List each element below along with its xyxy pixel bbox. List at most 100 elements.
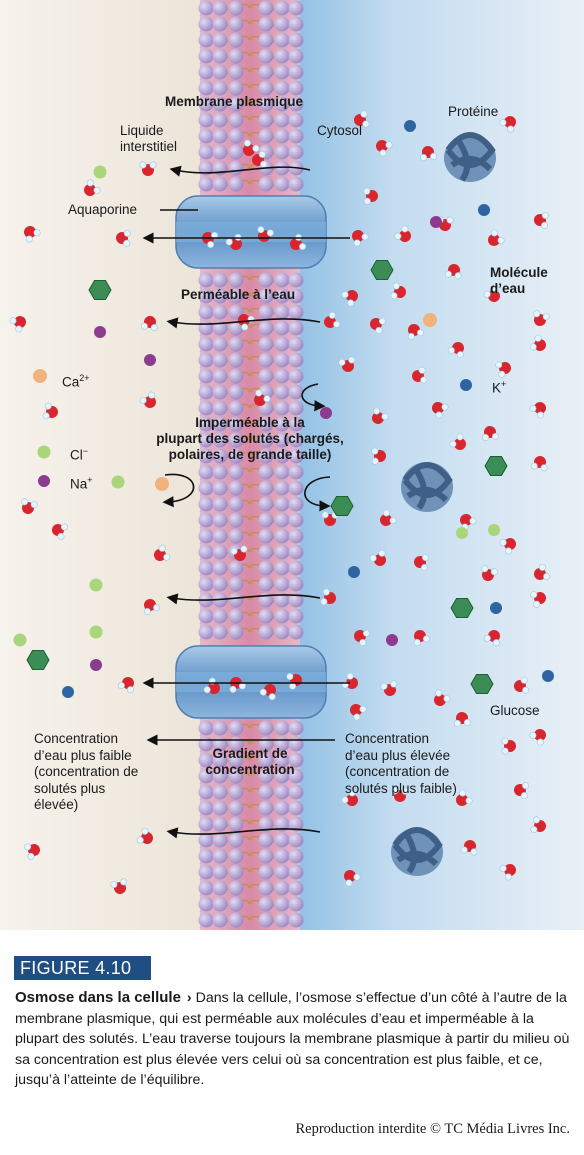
water-molecule: [481, 565, 498, 581]
water-molecule: [52, 523, 68, 540]
chloride-ion: [89, 625, 103, 639]
caption-title: Osmose dans la cellule: [15, 989, 181, 1006]
water-molecule: [324, 311, 341, 328]
water-molecule: [514, 782, 530, 800]
interstitial-fluid: [0, 0, 210, 930]
water-molecule: [499, 864, 516, 881]
water-molecule: [371, 447, 386, 465]
water-molecule: [350, 704, 367, 721]
glucose-molecule: [450, 598, 474, 618]
water-molecule: [407, 324, 425, 341]
water-molecule: [432, 402, 449, 419]
water-molecule: [84, 179, 101, 196]
chloride-ion: [37, 445, 51, 459]
phospholipid-heads: [198, 0, 304, 928]
label-glucose: Glucose: [490, 703, 540, 718]
water-molecule: [420, 146, 438, 162]
water-molecule: [354, 110, 370, 128]
label-gradient: Gradient de concentration: [205, 746, 295, 777]
water-molecule: [320, 588, 336, 606]
water-molecule: [139, 391, 156, 408]
protein-top: [444, 132, 496, 182]
water-molecule: [243, 139, 260, 156]
osmosis-diagram: [0, 0, 584, 930]
water-molecule: [453, 712, 471, 727]
sodium-ion: [94, 326, 106, 338]
sodium-ion: [144, 354, 156, 366]
water-molecule: [254, 389, 271, 406]
water-molecule: [499, 538, 516, 555]
water-molecule: [533, 310, 550, 326]
chloride-ion: [89, 578, 103, 592]
water-molecule: [391, 787, 409, 802]
water-molecule: [534, 563, 551, 580]
water-molecule: [338, 356, 356, 372]
water-molecule: [24, 843, 40, 860]
potassium-ion: [404, 120, 416, 132]
water-molecule: [529, 334, 546, 351]
glucose-molecule: [88, 280, 112, 300]
label-water-molecule-2: d’eau: [490, 281, 526, 296]
aquaporin-bottom: [175, 645, 327, 719]
water-molecule: [530, 456, 548, 472]
water-molecule: [380, 680, 398, 696]
label-water-molecule-1: Molécule: [490, 265, 548, 280]
glucose-molecule: [470, 674, 494, 694]
water-molecule: [447, 342, 464, 359]
label-permeable: Perméable à l’eau: [181, 287, 296, 302]
label-high-water: Concentration d’eau plus élevée (concent…: [345, 731, 457, 796]
water-molecule: [372, 407, 389, 424]
water-molecule: [225, 233, 242, 250]
glucose-molecule: [26, 650, 50, 670]
water-molecule: [143, 599, 161, 616]
potassium-ion: [490, 602, 502, 614]
water-molecule: [514, 676, 530, 694]
water-molecule: [136, 827, 153, 844]
chevron-right-icon: ›: [186, 990, 192, 1006]
label-interstitial-2: interstitiel: [120, 139, 178, 154]
calcium-ion: [33, 369, 47, 383]
chloride-ion: [456, 527, 468, 539]
water-molecule: [369, 549, 386, 566]
bounce-arrow-left: [162, 473, 195, 508]
water-molecule: [42, 402, 58, 420]
water-molecule: [530, 591, 546, 608]
water-molecule: [352, 230, 369, 247]
figure-number: FIGURE 4.10: [14, 956, 151, 980]
water-molecule: [530, 816, 546, 834]
water-molecule: [24, 226, 41, 243]
sodium-ion: [386, 634, 398, 646]
label-low-water: Concentration d’eau plus faible (concent…: [34, 731, 139, 812]
water-molecule: [21, 498, 38, 514]
figure-caption: Osmose dans la cellule›Dans la cellule, …: [15, 988, 575, 1091]
water-molecule: [483, 630, 500, 647]
water-molecule: [110, 878, 128, 894]
potassium-ion: [478, 204, 490, 216]
water-molecule: [230, 545, 248, 561]
water-molecule: [529, 402, 546, 419]
glucose-molecule: [330, 496, 354, 516]
water-molecule: [483, 285, 500, 302]
water-molecule: [9, 316, 26, 333]
water-molecule: [499, 116, 516, 133]
chloride-ion: [13, 633, 27, 647]
water-molecule: [139, 161, 157, 176]
flow-arrow-3: [166, 593, 321, 605]
calcium-ion: [423, 313, 437, 327]
calcium-ion: [155, 477, 169, 491]
water-molecule: [434, 689, 451, 706]
water-molecule: [534, 211, 549, 229]
flow-arrow-1: [169, 165, 311, 177]
water-molecule: [456, 789, 473, 806]
chloride-ion: [111, 475, 125, 489]
label-cytosol: Cytosol: [317, 123, 363, 138]
label-potassium: K+: [492, 379, 507, 396]
water-molecule: [354, 629, 371, 647]
water-molecule: [495, 361, 511, 378]
chloride-ion: [488, 524, 500, 536]
water-molecule: [252, 150, 268, 168]
label-impermeable: Imperméable à la plupart des solutés (ch…: [156, 415, 344, 462]
bounce-arrow-right-upper: [301, 383, 326, 412]
water-molecule: [390, 282, 406, 300]
water-molecule: [394, 225, 411, 242]
